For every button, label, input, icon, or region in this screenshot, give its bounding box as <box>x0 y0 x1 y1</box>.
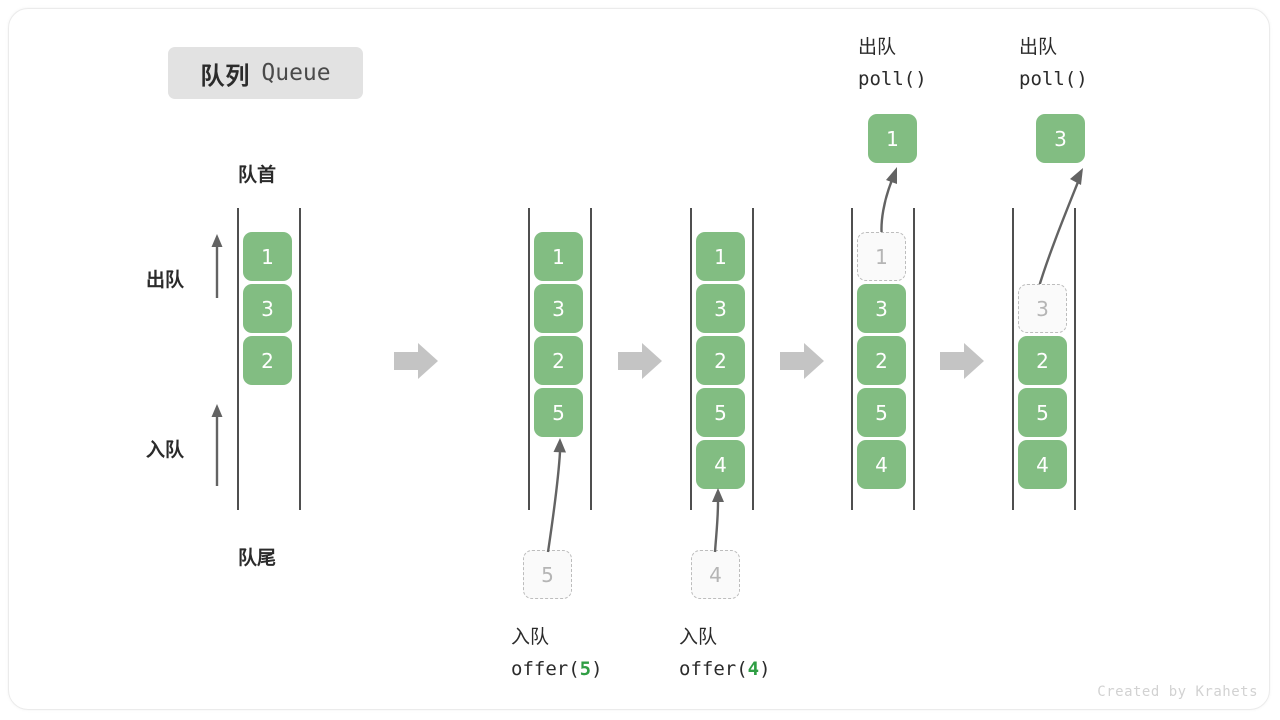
incoming-element-ghost: 5 <box>523 550 572 599</box>
queue-rail-right-stage4 <box>1074 208 1076 510</box>
queue-cell-removed-ghost: 3 <box>1018 284 1067 333</box>
queue-cell: 4 <box>1018 440 1067 489</box>
queue-cell: 2 <box>534 336 583 385</box>
incoming-element-ghost: 4 <box>691 550 740 599</box>
queue-cell-new: 4 <box>696 440 745 489</box>
step-arrow-icon <box>940 343 984 379</box>
title-chinese: 队列 <box>200 62 251 90</box>
dequeue-motion-arrow-icon <box>880 167 897 239</box>
queue-rail-right-stage0 <box>299 208 301 510</box>
enqueue-motion-arrow-icon <box>546 438 566 553</box>
title-english: Queue <box>261 60 331 86</box>
queue-cell: 5 <box>1018 388 1067 437</box>
queue-rail-left-stage1 <box>528 208 530 510</box>
queue-cell: 1 <box>696 232 745 281</box>
enqueue-motion-arrow-icon <box>712 488 724 553</box>
queue-cell-removed-ghost: 1 <box>857 232 906 281</box>
queue-rail-left-stage3 <box>851 208 853 510</box>
enqueue-direction-label: 入队 <box>146 440 185 461</box>
step-arrow-icon <box>780 343 824 379</box>
step-arrow-icon <box>394 343 438 379</box>
queue-cell: 2 <box>857 336 906 385</box>
queue-cell: 3 <box>857 284 906 333</box>
dequeue-motion-arrow-icon <box>1036 168 1083 291</box>
queue-cell: 2 <box>696 336 745 385</box>
enqueue-operation-label: 入队 <box>679 627 718 648</box>
queue-cell: 1 <box>534 232 583 281</box>
queue-cell: 5 <box>857 388 906 437</box>
queue-rail-right-stage3 <box>913 208 915 510</box>
dequeue-operation-label: 出队 <box>1019 37 1058 58</box>
step-arrow-icon <box>618 343 662 379</box>
queue-cell: 3 <box>696 284 745 333</box>
dequeued-element: 3 <box>1036 114 1085 163</box>
queue-rail-left-stage0 <box>237 208 239 510</box>
queue-rail-right-stage1 <box>590 208 592 510</box>
queue-rail-right-stage2 <box>752 208 754 510</box>
dequeue-operation-label: 出队 <box>858 37 897 58</box>
queue-cell: 3 <box>534 284 583 333</box>
credit-text: Created by Krahets <box>1097 684 1258 700</box>
queue-cell: 5 <box>696 388 745 437</box>
front-label: 队首 <box>238 165 277 186</box>
enqueue-direction-arrow-icon <box>211 404 223 486</box>
queue-cell: 3 <box>243 284 292 333</box>
dequeue-operation-code: poll() <box>1019 68 1088 90</box>
queue-rail-left-stage4 <box>1012 208 1014 510</box>
dequeued-element: 1 <box>868 114 917 163</box>
dequeue-direction-arrow-icon <box>211 234 223 298</box>
dequeue-direction-label: 出队 <box>146 270 185 291</box>
queue-cell-new: 5 <box>534 388 583 437</box>
dequeue-operation-code: poll() <box>858 68 927 90</box>
queue-rail-left-stage2 <box>690 208 692 510</box>
queue-cell: 1 <box>243 232 292 281</box>
queue-cell: 2 <box>1018 336 1067 385</box>
queue-cell: 4 <box>857 440 906 489</box>
enqueue-operation-label: 入队 <box>511 627 550 648</box>
queue-cell: 2 <box>243 336 292 385</box>
rear-label: 队尾 <box>238 548 277 569</box>
title-badge: 队列 Queue <box>168 47 363 99</box>
enqueue-operation-code: offer(5) <box>511 658 603 680</box>
enqueue-operation-code: offer(4) <box>679 658 771 680</box>
